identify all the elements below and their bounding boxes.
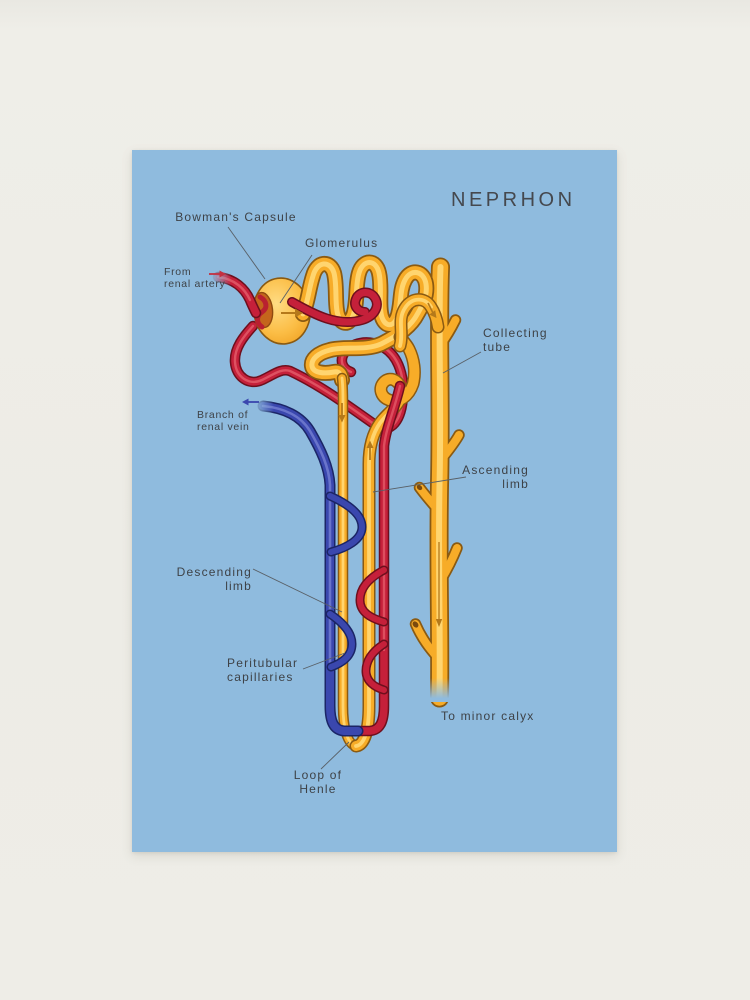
label-to-minor-calyx: To minor calyx: [441, 709, 535, 723]
junction-flow-arrow-icon: [427, 302, 437, 318]
label-branch-renal-vein: Branch of renal vein: [197, 409, 250, 433]
label-descending-limb: Descending limb: [176, 565, 252, 593]
label-ascending-limb: Ascending limb: [462, 463, 529, 491]
capsule-flow-arrow-icon: [281, 308, 303, 318]
artery-direction-arrow-icon: [209, 270, 226, 278]
bowmans-leader-line: [227, 226, 266, 280]
glomerulus-tuft: [255, 294, 269, 330]
ascending-leader-line: [372, 476, 467, 493]
vein-network: [257, 400, 367, 737]
duct-fade: [426, 678, 454, 702]
glomerulus-leader-line: [279, 254, 313, 304]
leader-lines: [227, 226, 482, 770]
poster-title: NEPRHON: [451, 189, 576, 211]
peritubular-leader-line: [302, 652, 346, 670]
label-loop-of-henle: Loop of Henle: [293, 768, 343, 796]
label-glomerulus: Glomerulus: [305, 236, 379, 250]
artery-network: [287, 287, 406, 737]
vein-fade: [254, 393, 274, 417]
loop-leader-line: [320, 741, 350, 770]
collecting-leader-line: [442, 351, 482, 374]
label-bowmans-capsule: Bowman's Capsule: [175, 210, 297, 224]
descending-flow-arrow-icon: [338, 403, 346, 423]
nephron-illustration: [209, 226, 482, 770]
label-peritubular-capillaries: Peritubular capillaries: [227, 656, 299, 684]
label-from-renal-artery: From renal artery: [164, 266, 226, 290]
flow-arrows: [281, 302, 443, 627]
label-collecting-tube: Collecting tube: [483, 326, 548, 354]
label-arrows: [209, 270, 259, 406]
vein-direction-arrow-icon: [242, 398, 259, 406]
ascending-flow-arrow-icon: [366, 440, 374, 460]
nephron-poster: NEPRHON Bowman's Capsule Glomerulus From…: [132, 150, 617, 852]
collecting-duct-flow-arrow-icon: [435, 542, 443, 627]
descending-leader-line: [252, 568, 343, 613]
